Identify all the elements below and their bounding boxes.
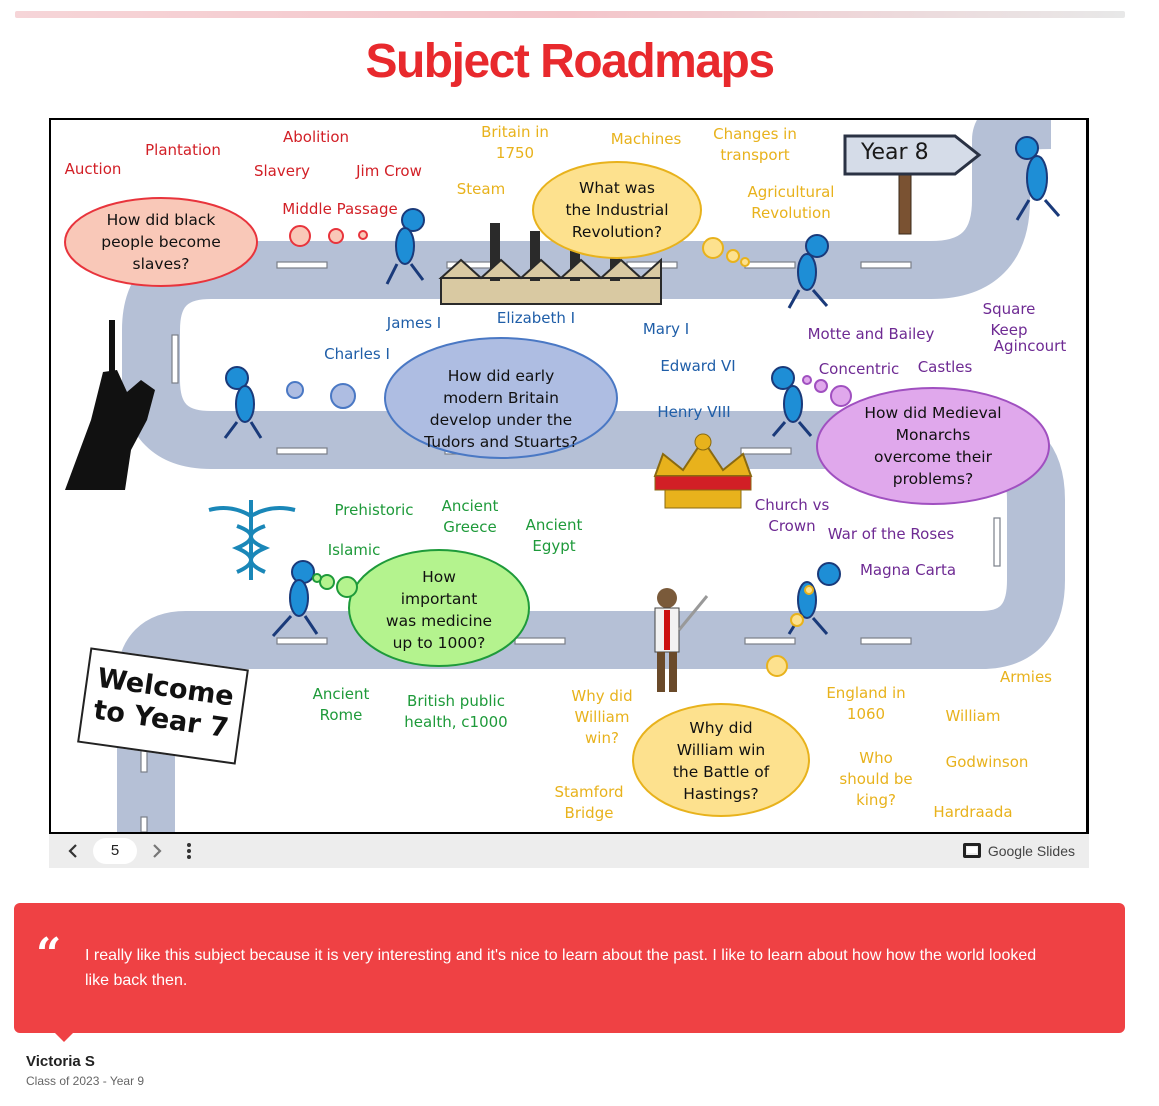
top-accent-bar <box>15 11 1125 18</box>
label-britain-1750: Britain in 1750 <box>481 123 549 162</box>
cloud-medieval-text: How did Medieval Monarchs overcome their… <box>864 404 1002 488</box>
label-james-i: James I <box>386 314 442 332</box>
label-charles-i: Charles I <box>324 345 390 363</box>
label-ancient-greece: Ancient Greece <box>441 497 499 536</box>
label-slavery: Slavery <box>253 162 311 180</box>
label-church-crown: Church vs Crown <box>754 496 830 535</box>
chevron-left-icon <box>68 844 77 858</box>
more-options-button[interactable] <box>177 839 201 863</box>
more-vertical-icon <box>187 843 191 859</box>
label-edward-vi: Edward VI <box>660 357 736 375</box>
label-agincourt: Agincourt <box>993 337 1067 355</box>
road <box>117 120 1065 832</box>
caduceus-icon <box>208 500 296 580</box>
chained-hands-icon <box>65 320 155 490</box>
label-islamic: Islamic <box>327 541 381 559</box>
label-mary-i: Mary I <box>642 320 690 338</box>
google-slides-link[interactable]: Google Slides <box>962 841 1075 861</box>
label-hardraada: Hardraada <box>933 803 1013 821</box>
slide-controls: 5 Google Slides <box>49 834 1089 868</box>
next-slide-button[interactable] <box>145 839 169 863</box>
testimonial-text: I really like this subject because it is… <box>85 947 1037 989</box>
label-steam: Steam <box>456 180 506 198</box>
label-machines: Machines <box>610 130 682 148</box>
year8-sign: Year 8 <box>843 134 983 176</box>
label-william: William <box>945 707 1001 725</box>
runner-figures <box>223 136 1061 638</box>
label-motte-bailey: Motte and Bailey <box>807 325 935 343</box>
label-jim-crow: Jim Crow <box>356 162 422 180</box>
label-who-king: Who should be king? <box>839 749 913 809</box>
label-henry-viii: Henry VIII <box>657 403 731 421</box>
label-ancient-rome: Ancient Rome <box>312 685 370 724</box>
label-square-keep: Square Keep <box>982 300 1036 339</box>
runner-6 <box>271 560 319 638</box>
label-auction: Auction <box>64 160 122 178</box>
label-agricultural-revolution: Agricultural Revolution <box>747 183 835 222</box>
cloud-medicine <box>312 549 530 667</box>
label-war-roses: War of the Roses <box>827 525 955 543</box>
label-ancient-egypt: Ancient Egypt <box>525 516 583 555</box>
testimonial-card: “ I really like this subject because it … <box>14 903 1125 1033</box>
year8-sign-label: Year 8 <box>861 140 929 165</box>
page-title: Subject Roadmaps <box>365 35 775 88</box>
cloud-medieval <box>802 375 1050 505</box>
cloud-hastings <box>632 585 814 817</box>
crown-icon <box>653 433 753 509</box>
label-prehistoric: Prehistoric <box>334 501 414 519</box>
google-slides-label: Google Slides <box>987 843 1075 859</box>
label-stamford-bridge: Stamford Bridge <box>554 783 624 822</box>
label-castles: Castles <box>917 358 973 376</box>
slide-viewer[interactable]: Year 8 Welcome to Year 7 How did black p… <box>49 118 1089 834</box>
cloud-tudors <box>286 337 618 459</box>
label-british-public-health: British public health, c1000 <box>404 692 508 731</box>
label-plantation: Plantation <box>145 141 221 159</box>
runner-5 <box>771 366 813 437</box>
label-abolition: Abolition <box>282 128 350 146</box>
cloud-industrial-text: What was the Industrial Revolution? <box>565 179 669 241</box>
runner-4 <box>223 366 263 439</box>
testimonial-tail <box>52 1030 76 1042</box>
prev-slide-button[interactable] <box>61 839 85 863</box>
label-godwinson: Godwinson <box>945 753 1029 771</box>
label-why-william: Why did William win? <box>571 687 633 747</box>
chevron-right-icon <box>153 844 162 858</box>
cloud-medicine-text: How important was medicine up to 1000? <box>385 568 493 652</box>
label-concentric: Concentric <box>818 360 900 378</box>
label-changes-transport: Changes in transport <box>713 125 797 164</box>
label-armies: Armies <box>1000 668 1052 686</box>
page-number-input[interactable]: 5 <box>93 838 137 864</box>
label-england-1060: England in 1060 <box>826 684 906 723</box>
runner-2 <box>787 234 829 309</box>
cloud-slavery-text: How did black people become slaves? <box>101 211 221 273</box>
label-magna-carta: Magna Carta <box>859 561 957 579</box>
testimonial-author-subtitle: Class of 2023 - Year 9 <box>26 1074 145 1088</box>
slide-canvas: Year 8 Welcome to Year 7 How did black p… <box>51 120 1086 832</box>
cloud-industrial <box>532 161 750 267</box>
quote-icon: “ <box>36 929 62 980</box>
cloud-slavery <box>64 197 368 287</box>
runner-3 <box>1015 136 1061 221</box>
label-middle-passage: Middle Passage <box>282 200 398 218</box>
cloud-hastings-text: Why did William win the Battle of Hastin… <box>672 719 770 803</box>
testimonial-author: Victoria S <box>26 1053 95 1070</box>
label-elizabeth-i: Elizabeth I <box>496 309 576 327</box>
runner-1 <box>385 208 425 285</box>
soldier-icon <box>654 588 709 692</box>
cloud-tudors-text: How did early modern Britain develop und… <box>424 367 578 451</box>
roadmap-illustration <box>64 120 1065 832</box>
google-slides-icon <box>962 843 981 858</box>
